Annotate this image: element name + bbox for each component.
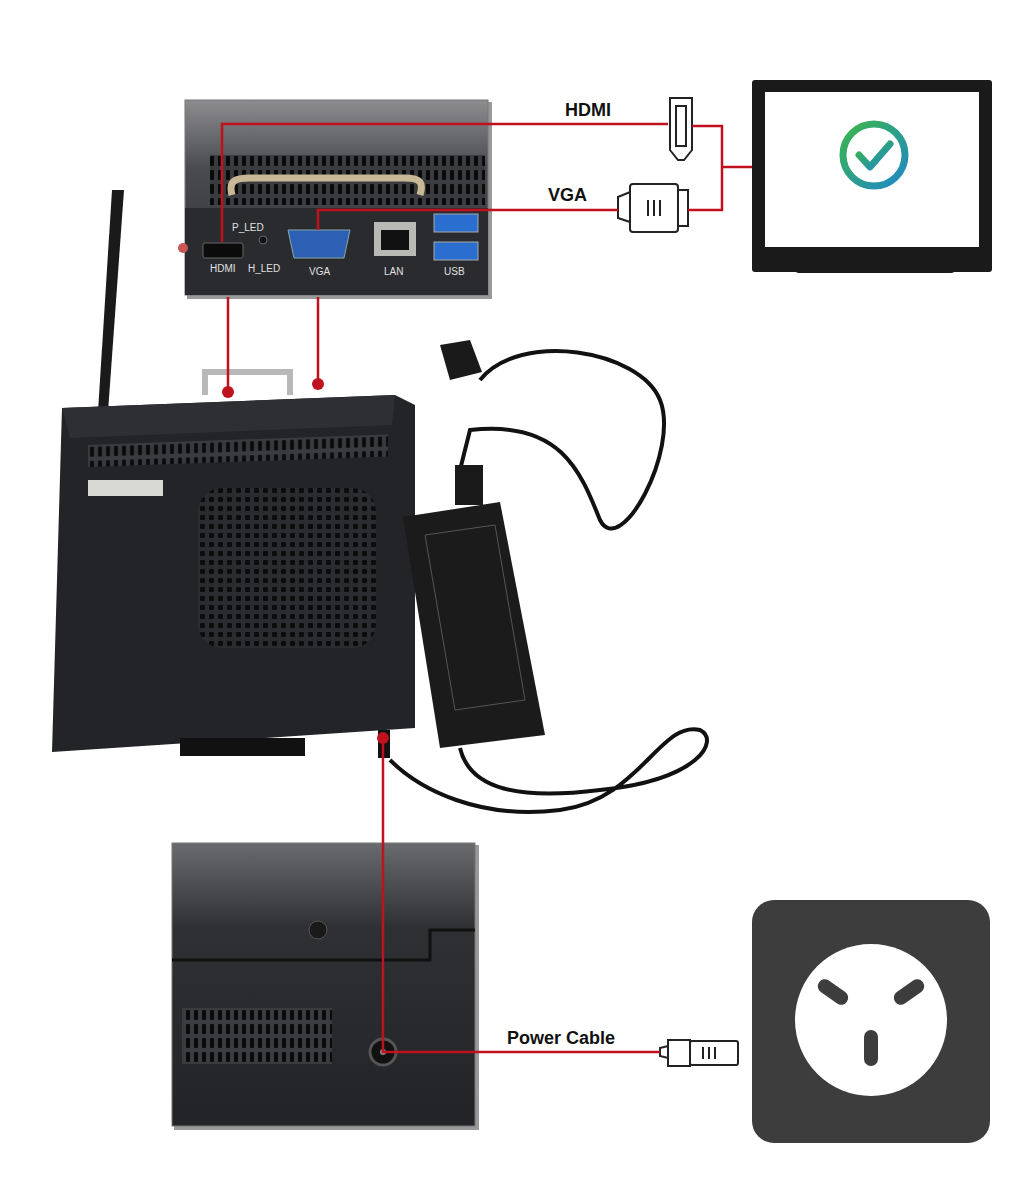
port-label: VGA — [309, 266, 330, 277]
power-plug-icon — [660, 1040, 738, 1066]
lan-hole — [381, 230, 409, 250]
vga-wire — [318, 210, 618, 230]
port-label: LAN — [384, 266, 403, 277]
vga-drop — [317, 297, 320, 384]
hdmi-drop — [227, 297, 230, 392]
port-label: USB — [444, 266, 465, 277]
screw — [309, 921, 327, 939]
monitor-bracket — [688, 126, 722, 210]
port-label: P_LED — [232, 222, 264, 233]
cable-label: VGA — [548, 186, 587, 206]
port-label: H_LED — [248, 263, 280, 274]
handle — [231, 178, 421, 195]
photo-frame — [172, 843, 475, 1126]
ac-cord — [460, 351, 664, 529]
monitor-screen — [765, 92, 979, 247]
switch — [178, 243, 188, 253]
antenna — [98, 190, 124, 412]
wire-dot — [312, 378, 324, 390]
outlet-slot — [864, 1030, 878, 1066]
hdmi-port — [203, 243, 243, 258]
wall-outlet — [752, 900, 990, 1143]
panel — [185, 208, 488, 295]
outlet-slot — [891, 977, 927, 1008]
leader-wires — [222, 124, 752, 1052]
monitor-wire — [722, 166, 752, 169]
pc-case — [52, 395, 415, 752]
usb-port — [434, 214, 478, 232]
pc-handle — [205, 372, 290, 395]
outlet-slot — [815, 977, 851, 1008]
outlet-plate — [752, 900, 990, 1143]
power-adapter — [390, 340, 707, 812]
port-label: HDMI — [210, 263, 236, 274]
port-photo — [178, 100, 492, 299]
wire-dot — [222, 386, 234, 398]
pc-foot — [180, 738, 305, 756]
lan-port — [374, 222, 416, 256]
adapter-print — [425, 525, 525, 710]
outlet-face — [795, 944, 947, 1096]
fan-grille — [198, 488, 376, 648]
side-vents — [182, 1008, 332, 1064]
pc-vents — [88, 434, 388, 466]
cable-label: HDMI — [565, 101, 611, 121]
monitor-bezel — [752, 80, 992, 272]
power-wire — [383, 740, 660, 1052]
monitor-stand — [855, 250, 895, 264]
led — [259, 236, 267, 244]
ac-plug — [440, 340, 482, 380]
usb-port — [434, 242, 478, 260]
monitor-base — [795, 262, 955, 273]
cord-strain — [455, 465, 483, 505]
vga-port — [288, 230, 350, 258]
pc-sticker — [88, 480, 163, 496]
vent-grille — [210, 155, 485, 205]
photo-frame — [185, 100, 488, 295]
pc-top — [62, 395, 395, 438]
monitor — [752, 80, 992, 273]
power-port-photo — [172, 843, 479, 1130]
check-mark — [859, 144, 890, 167]
adapter-body — [403, 502, 545, 748]
wire-dot — [377, 732, 389, 744]
hdmi-wire — [222, 124, 668, 242]
cable-label: Power Cable — [507, 1029, 615, 1049]
vga-connector-icon — [618, 184, 688, 232]
hdmi-connector-icon — [670, 98, 692, 160]
check-circle — [843, 124, 905, 186]
mini-pc — [52, 190, 415, 758]
dc-cord — [390, 729, 707, 812]
